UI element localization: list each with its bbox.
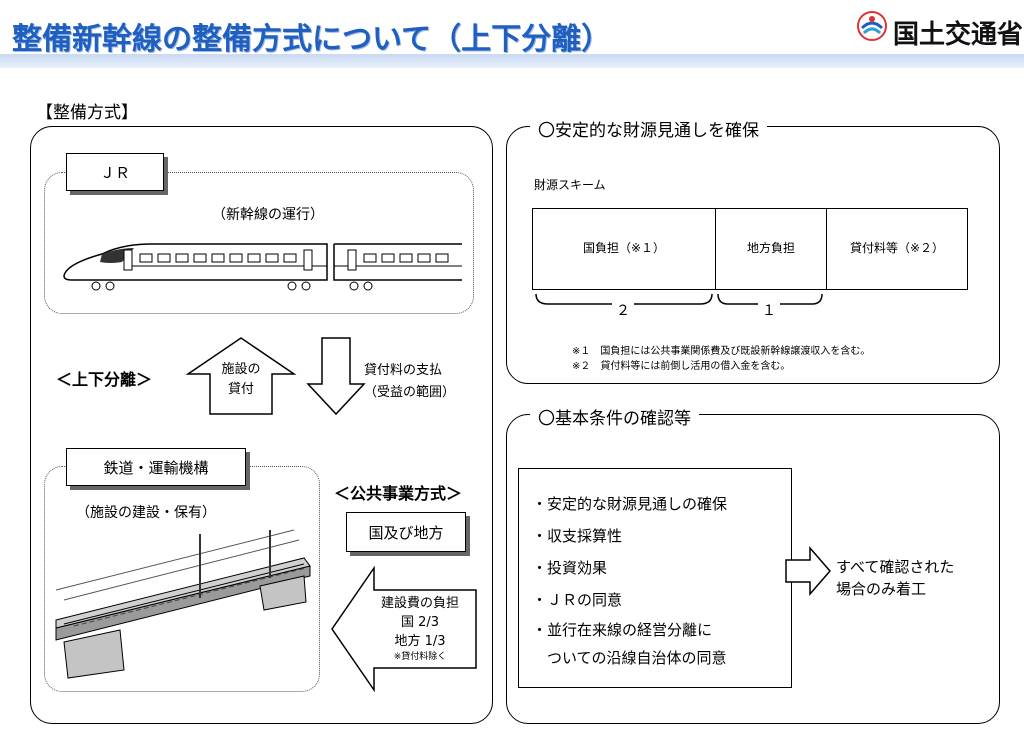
- list-item: ・投資効果: [532, 559, 608, 577]
- list-item: ・安定的な財源見通しの確保: [532, 495, 728, 513]
- viaduct-icon: [55, 529, 311, 679]
- up-arrow-text: 施設の 貸付: [221, 362, 261, 397]
- funding-notes: ※１ 国負担には公共事業関係費及び既設新幹線譲渡収入を含む。 ※２ 貸付料等には…: [572, 346, 871, 372]
- title-underline: [0, 54, 1024, 68]
- separation-label: ＜上下分離＞: [56, 370, 153, 389]
- up-arrow-icon: [185, 337, 297, 415]
- right-arrow-icon: [785, 545, 831, 597]
- list-item: ついての沿線自治体の同意: [532, 649, 727, 667]
- down-arrow-icon: [306, 337, 366, 416]
- cell-local: 地方負担: [716, 209, 827, 289]
- scheme-label: 財源スキーム: [534, 178, 606, 192]
- shinkansen-icon: [63, 243, 462, 291]
- result-text: すべて確認された 場合のみ着工: [836, 558, 955, 598]
- rail-label: 鉄道・運輸機構: [66, 448, 246, 486]
- conditions-items: ・安定的な財源見通しの確保 ・収支採算性 ・投資効果 ・ＪＲの同意 ・並行在来線…: [532, 488, 727, 672]
- jr-area: [44, 172, 474, 314]
- jr-role: （新幹線の運行）: [212, 207, 324, 223]
- public-works-actor: 国及び地方: [346, 512, 466, 552]
- list-item: ・ＪＲの同意: [532, 591, 623, 609]
- public-works-label: ＜公共事業方式＞: [334, 484, 463, 503]
- ratio-national: ２: [612, 300, 634, 320]
- list-item: ・収支採算性: [532, 527, 623, 545]
- list-item: ・並行在来線の経営分離に: [532, 621, 713, 639]
- cell-national: 国負担（※１）: [533, 209, 716, 289]
- mlit-logo-icon: [857, 11, 887, 41]
- down-arrow-text: 貸付料の支払 （受益の範囲）: [364, 363, 456, 400]
- page-title: 整備新幹線の整備方式について（上下分離）: [12, 22, 612, 57]
- section-label: 【整備方式】: [36, 103, 138, 123]
- conditions-list: [518, 468, 792, 688]
- ratio-local: １: [758, 300, 780, 320]
- left-arrow-icon: [331, 565, 477, 693]
- cell-lease: 貸付料等（※２）: [849, 241, 945, 255]
- logo-text: 国土交通省: [893, 20, 1024, 50]
- scheme-table: 国負担（※１） 地方負担 貸付料等（※２）: [532, 208, 968, 290]
- burden-text: 建設費の負担 国 2/3 地方 1/3 ※貸付料除く: [380, 596, 459, 662]
- jr-label: ＪＲ: [66, 153, 164, 191]
- conditions-heading: 〇基本条件の確認等: [530, 404, 699, 429]
- rail-role: （施設の建設・保有）: [76, 505, 216, 521]
- funding-heading: 〇安定的な財源見通しを確保: [530, 116, 767, 141]
